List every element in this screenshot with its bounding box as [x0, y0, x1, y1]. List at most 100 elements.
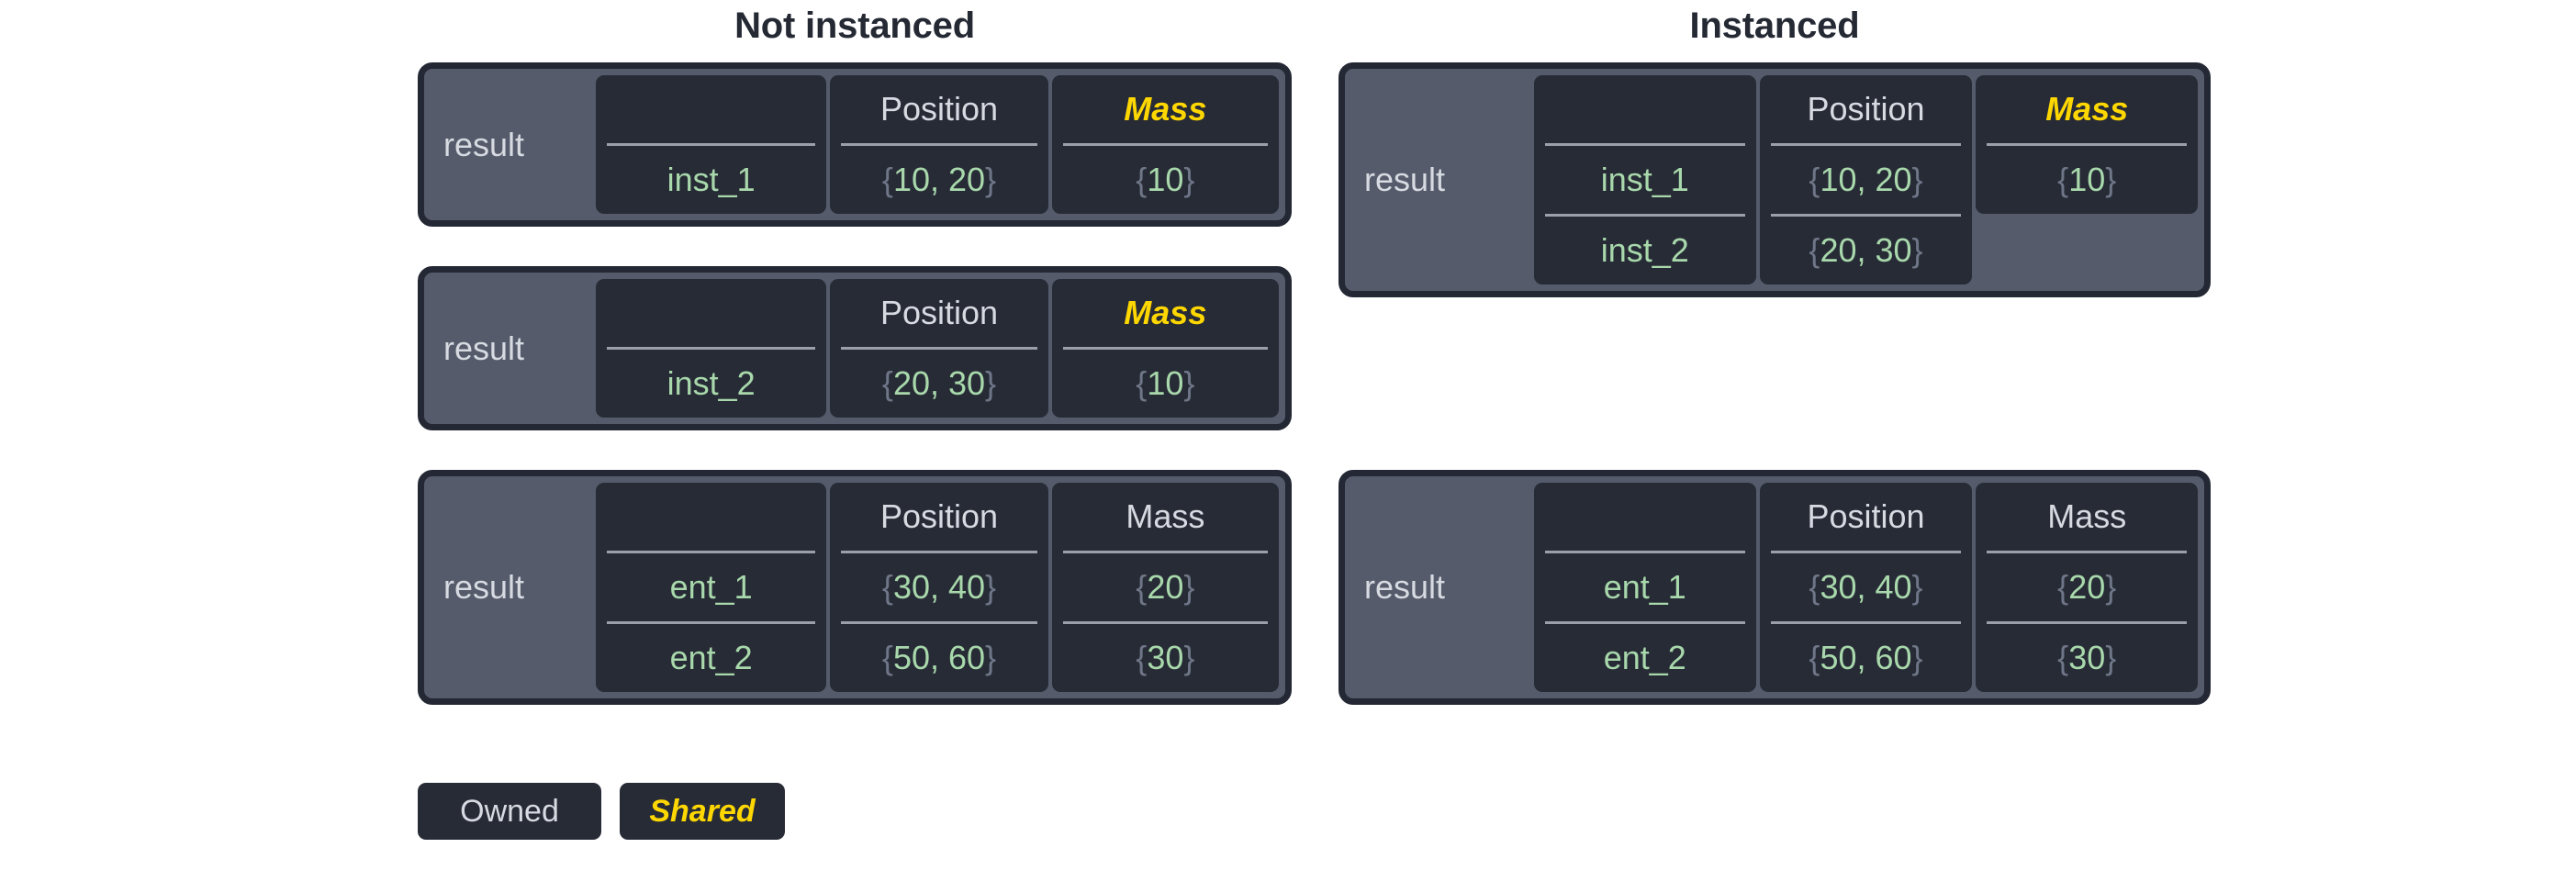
data-cell: ent_1	[1545, 551, 1745, 621]
result-label: result	[1364, 568, 1446, 606]
column-header: Position	[1807, 90, 1925, 128]
brace-glyph: }	[985, 364, 997, 402]
column-header: Mass	[2047, 497, 2127, 535]
column-card-position: Position {30, 40}{50, 60}	[1759, 483, 1973, 692]
column-header: Mass	[1126, 497, 1205, 535]
brace-glyph: {	[1809, 161, 1820, 198]
data-cell: inst_2	[607, 347, 816, 418]
brace-glyph: {	[2057, 639, 2069, 676]
brace-glyph: }	[1183, 161, 1195, 198]
brace-glyph: }	[1911, 639, 1923, 676]
column-card-mass: Mass {10}	[1976, 75, 2199, 214]
data-cell: {20}	[1062, 551, 1268, 621]
column-card-mass: Mass {20}{30}	[1976, 483, 2199, 692]
result-label: result	[443, 125, 525, 163]
data-cell: ent_2	[1545, 621, 1745, 692]
column-card-mass: Mass {20}{30}	[1051, 483, 1279, 692]
column-header	[607, 75, 815, 143]
data-cell: inst_1	[1545, 143, 1745, 214]
data-cell: {30}	[1062, 621, 1268, 692]
column-header: Mass	[1124, 294, 1207, 331]
data-cell: {50, 60}	[1770, 621, 1962, 692]
column-header: Position	[879, 294, 999, 331]
column-header: Position	[1807, 497, 1925, 535]
column-header: Mass	[1124, 90, 1207, 128]
brace-glyph: {	[1136, 161, 1148, 198]
brace-glyph: }	[2105, 639, 2117, 676]
result-label-cell: result	[431, 279, 592, 418]
column-header: Position	[879, 90, 999, 128]
brace-glyph: }	[1183, 639, 1195, 676]
data-cell: inst_1	[607, 143, 816, 214]
legend-chip-owned: Owned	[418, 783, 601, 840]
legend: Owned Shared	[418, 783, 785, 840]
brace-glyph: {	[1809, 568, 1820, 606]
column-header	[607, 483, 815, 551]
brace-glyph: }	[1911, 568, 1923, 606]
brace-glyph: {	[881, 161, 893, 198]
brace-glyph: {	[1809, 639, 1820, 676]
brace-glyph: {	[1136, 639, 1148, 676]
column-card-mass: Mass {10}	[1051, 279, 1279, 418]
brace-glyph: }	[1911, 231, 1923, 269]
column-card-position: Position {30, 40}{50, 60}	[830, 483, 1048, 692]
data-cell: ent_2	[607, 621, 816, 692]
brace-glyph: }	[2105, 161, 2117, 198]
result-label-cell: result	[1351, 75, 1530, 284]
data-cell: ent_1	[607, 551, 816, 621]
column-header: Mass	[2045, 90, 2129, 128]
result-label-cell: result	[1351, 483, 1530, 692]
data-cell: {10}	[1062, 143, 1268, 214]
column-card-entity: inst_2	[596, 279, 827, 418]
brace-glyph: }	[985, 161, 997, 198]
column-card-entity: inst_1	[596, 75, 827, 214]
result-label: result	[1364, 161, 1446, 198]
data-cell: {50, 60}	[841, 621, 1037, 692]
column-card-position: Position {10, 20}{20, 30}	[1759, 75, 1973, 284]
column-header	[1545, 483, 1745, 551]
column-heading-not-instanced: Not instanced	[734, 6, 975, 46]
data-cell: {20}	[1987, 551, 2188, 621]
brace-glyph: {	[2057, 161, 2069, 198]
result-label: result	[443, 329, 525, 367]
data-cell: inst_2	[1545, 214, 1745, 284]
column-card-position: Position {10, 20}	[830, 75, 1048, 214]
brace-glyph: }	[985, 568, 997, 606]
data-cell: {30, 40}	[841, 551, 1037, 621]
result-label-cell: result	[431, 483, 592, 692]
brace-glyph: {	[1809, 231, 1820, 269]
data-cell: {10, 20}	[1770, 143, 1962, 214]
column-card-position: Position {20, 30}	[830, 279, 1048, 418]
brace-glyph: {	[1136, 568, 1148, 606]
column-header	[607, 279, 815, 347]
brace-glyph: }	[985, 639, 997, 676]
data-cell: {30}	[1987, 621, 2188, 692]
column-header	[1545, 75, 1745, 143]
brace-glyph: {	[1136, 364, 1148, 402]
legend-chip-shared: Shared	[620, 783, 785, 840]
brace-glyph: }	[1911, 161, 1923, 198]
data-cell: {10}	[1062, 347, 1268, 418]
result-label: result	[443, 568, 525, 606]
data-cell: {20, 30}	[1770, 214, 1962, 284]
result-table: result inst_1 Position {10, 20} Mass {10}	[418, 62, 1292, 227]
column-header: Position	[879, 497, 999, 535]
brace-glyph: }	[1183, 568, 1195, 606]
column-card-mass: Mass {10}	[1051, 75, 1279, 214]
data-cell: {20, 30}	[841, 347, 1037, 418]
brace-glyph: }	[1183, 364, 1195, 402]
result-table: result inst_2 Position {20, 30} Mass {10}	[418, 266, 1292, 430]
column-heading-instanced: Instanced	[1689, 6, 1860, 46]
brace-glyph: }	[2105, 568, 2117, 606]
brace-glyph: {	[881, 568, 893, 606]
data-cell: {10}	[1987, 143, 2188, 214]
data-cell: {10, 20}	[841, 143, 1037, 214]
brace-glyph: {	[881, 639, 893, 676]
data-cell: {30, 40}	[1770, 551, 1962, 621]
